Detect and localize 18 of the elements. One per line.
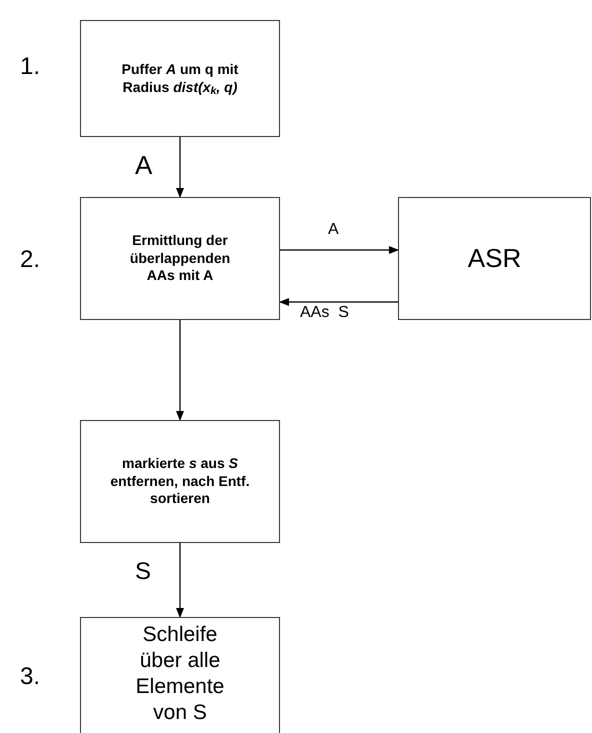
arrow xyxy=(176,137,184,198)
step-number: 3. xyxy=(20,665,40,689)
process-box xyxy=(398,197,591,320)
process-box xyxy=(80,197,280,320)
step-number: 2. xyxy=(20,248,40,272)
box-text: ASR xyxy=(468,242,522,275)
box-text: Ermittlung der überlappenden AAs mit A xyxy=(128,232,232,285)
arrow xyxy=(280,246,399,254)
arrow xyxy=(279,298,398,306)
box-text: Puffer A um q mit Radius dist(x$_{k}$, q) xyxy=(121,61,239,96)
step-number: 1. xyxy=(20,55,40,79)
box-text: markierte s aus S entfernen, nach Entf. sortieren xyxy=(109,455,251,508)
process-box xyxy=(80,20,280,137)
box-text: Schleife über alle Elemente von S xyxy=(134,622,226,726)
arrow xyxy=(176,543,184,618)
process-box xyxy=(80,617,280,733)
process-box xyxy=(80,420,280,543)
arrow xyxy=(176,320,184,421)
